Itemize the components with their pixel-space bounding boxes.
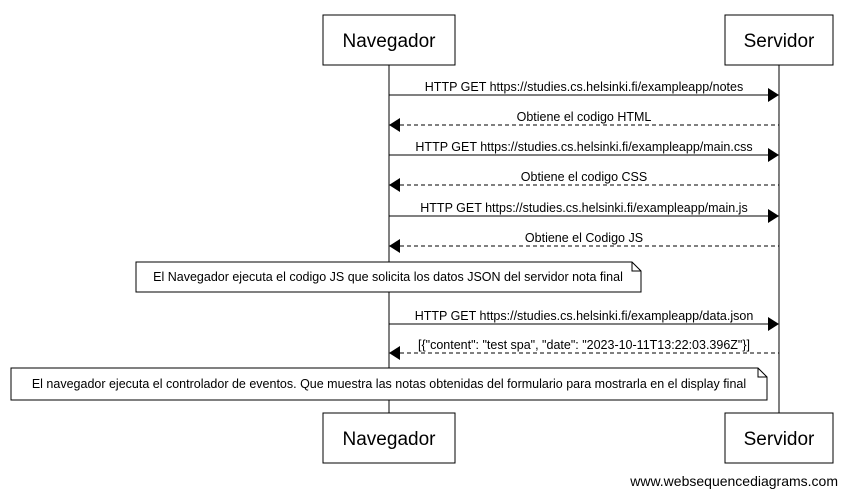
message-label: Obtiene el codigo HTML: [517, 110, 652, 124]
message-label: HTTP GET https://studies.cs.helsinki.fi/…: [415, 140, 752, 154]
message-1: HTTP GET https://studies.cs.helsinki.fi/…: [389, 80, 779, 102]
server-actor-top: Servidor: [724, 14, 834, 66]
arrowhead-right-icon: [768, 317, 779, 331]
watermark: www.websequencediagrams.com: [629, 473, 838, 489]
note-text: El navegador ejecuta el controlador de e…: [32, 377, 746, 391]
note-text: El Navegador ejecuta el codigo JS que so…: [153, 270, 623, 284]
note-1: El Navegador ejecuta el codigo JS que so…: [135, 261, 642, 293]
client-actor-bottom: Navegador: [322, 412, 456, 464]
arrowhead-right-icon: [768, 209, 779, 223]
message-label: [{"content": "test spa", "date": "2023-1…: [418, 338, 750, 352]
arrowhead-left-icon: [389, 118, 400, 132]
arrowhead-left-icon: [389, 346, 400, 360]
arrowhead-right-icon: [768, 88, 779, 102]
message-label: Obtiene el codigo CSS: [521, 170, 647, 184]
message-label: HTTP GET https://studies.cs.helsinki.fi/…: [425, 80, 743, 94]
client-actor-top: Navegador: [322, 14, 456, 66]
message-label: HTTP GET https://studies.cs.helsinki.fi/…: [420, 201, 747, 215]
message-2: Obtiene el codigo HTML: [389, 110, 779, 132]
arrowhead-left-icon: [389, 239, 400, 253]
server-actor-bottom: Servidor: [724, 412, 834, 464]
client-actor-label: Navegador: [343, 31, 437, 52]
server-actor-label: Servidor: [744, 429, 815, 450]
message-8: [{"content": "test spa", "date": "2023-1…: [389, 338, 779, 360]
message-3: HTTP GET https://studies.cs.helsinki.fi/…: [389, 140, 779, 162]
message-4: Obtiene el codigo CSS: [389, 170, 779, 192]
message-label: HTTP GET https://studies.cs.helsinki.fi/…: [415, 309, 754, 323]
message-5: HTTP GET https://studies.cs.helsinki.fi/…: [389, 201, 779, 223]
arrowhead-left-icon: [389, 178, 400, 192]
message-6: Obtiene el Codigo JS: [389, 231, 779, 253]
note-2: El navegador ejecuta el controlador de e…: [10, 367, 768, 401]
client-actor-label: Navegador: [343, 429, 437, 450]
message-label: Obtiene el Codigo JS: [525, 231, 643, 245]
message-7: HTTP GET https://studies.cs.helsinki.fi/…: [389, 309, 779, 331]
server-actor-label: Servidor: [744, 31, 815, 52]
arrowhead-right-icon: [768, 148, 779, 162]
